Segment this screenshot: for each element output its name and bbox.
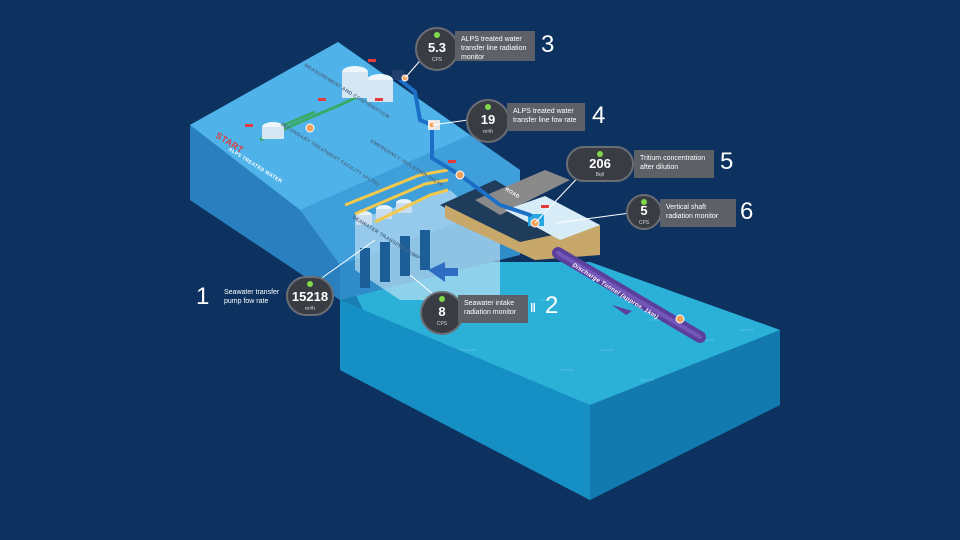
monitor-5-label: Tritium concentration after dilution	[634, 150, 714, 178]
status-dot-icon	[439, 296, 445, 302]
monitor-4-label: ALPS treated water transfer line fow rat…	[507, 103, 585, 131]
monitor-5-gauge: 206 Bq/l	[566, 146, 634, 182]
monitor-2-unit: CPS	[422, 321, 462, 327]
status-dot-icon	[307, 281, 313, 287]
monitor-3-value: 5.3	[417, 41, 457, 55]
status-dot-icon	[485, 104, 491, 110]
monitor-1-value: 15218	[288, 290, 332, 304]
monitor-2-number: 2	[545, 293, 558, 319]
monitor-5-unit: Bq/l	[568, 172, 632, 178]
bars-icon: ‖	[530, 301, 536, 315]
monitor-2-label: Seawater intake radiation monitor	[458, 295, 528, 323]
monitor-6-number: 6	[740, 199, 753, 225]
monitor-4-unit: m³/h	[468, 129, 508, 135]
status-dot-icon	[434, 32, 440, 38]
monitor-3-gauge: 5.3 CPS	[415, 27, 459, 71]
monitor-6-value: 5	[628, 204, 660, 218]
monitor-6-gauge: 5 CPS	[626, 194, 662, 230]
monitor-2-value: 8	[422, 305, 462, 319]
monitor-4-number: 4	[592, 103, 605, 129]
monitor-5-value: 206	[568, 157, 632, 171]
monitor-1-number: 1	[196, 284, 209, 310]
monitor-6-unit: CPS	[628, 220, 660, 226]
monitor-4-gauge: 19 m³/h	[466, 99, 510, 143]
monitor-1-gauge: 15218 m³/h	[286, 276, 334, 316]
monitor-1-unit: m³/h	[288, 306, 332, 312]
monitor-3-unit: CPS	[417, 57, 457, 63]
monitor-3-number: 3	[541, 32, 554, 58]
monitor-3-label: ALPS treated water transfer line radiati…	[455, 31, 535, 61]
monitor-6-label: Vertical shaft radiation monitor	[660, 199, 736, 227]
monitor-5-number: 5	[720, 149, 733, 175]
monitor-1-label: Seawater transfer pump fow rate	[218, 284, 288, 312]
monitor-4-value: 19	[468, 113, 508, 127]
